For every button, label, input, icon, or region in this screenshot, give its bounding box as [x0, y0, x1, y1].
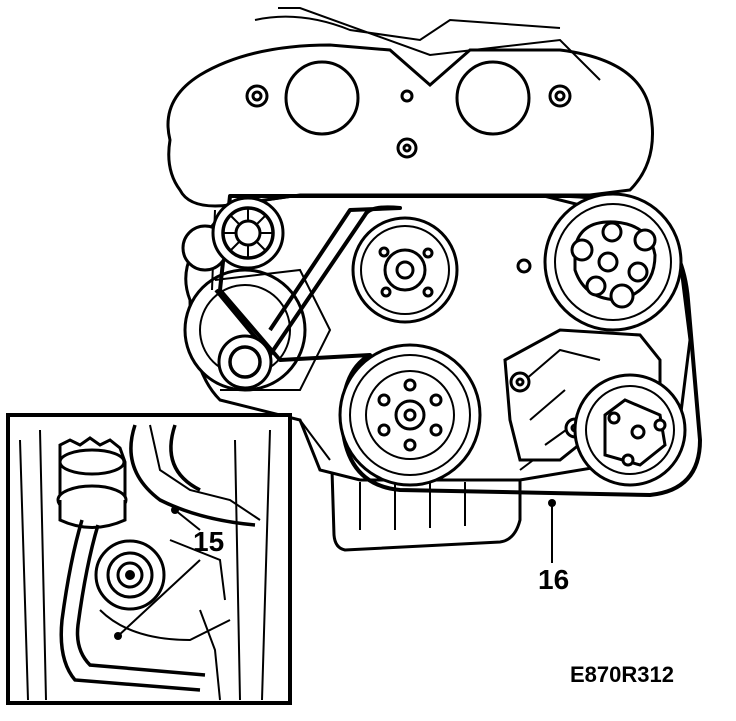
- water-pump-pulley: [543, 192, 683, 332]
- drive-belt-leader: [548, 499, 556, 563]
- inset-detail: [6, 413, 292, 705]
- figure-code: E870R312: [570, 662, 674, 687]
- ac-compressor-pulley: [573, 373, 687, 487]
- tensioner-pulley: [181, 196, 285, 272]
- timing-cover: [166, 7, 654, 208]
- crankshaft-pulley: [338, 343, 482, 487]
- power-steering-pulley: [351, 216, 459, 324]
- idler-pulley: [217, 334, 273, 390]
- callout-15-label: 15: [193, 526, 225, 557]
- callout-16-label: 16: [538, 564, 570, 595]
